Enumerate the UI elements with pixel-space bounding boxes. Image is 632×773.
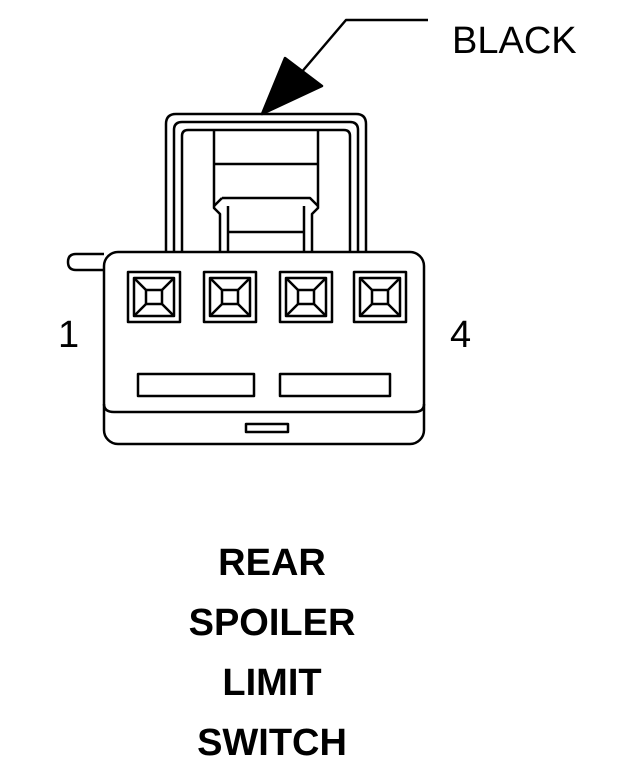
connector-latch — [164, 112, 368, 252]
title-line: SPOILER — [188, 602, 356, 644]
pin-number-first: 1 — [58, 314, 80, 356]
pin-number-last: 4 — [450, 314, 472, 356]
title-line: LIMIT — [222, 662, 322, 704]
component-title: REAR SPOILER LIMIT SWITCH — [0, 533, 544, 773]
connector-body — [102, 250, 426, 446]
title-line: REAR — [218, 542, 326, 584]
connector-side-tab — [66, 252, 104, 272]
connector-slot-left — [136, 372, 256, 398]
connector-slot-right — [278, 372, 392, 398]
terminal-cavity-4 — [352, 270, 408, 324]
title-line: SWITCH — [197, 722, 347, 764]
terminal-cavity-1 — [126, 270, 182, 324]
connector-diagram — [66, 18, 428, 446]
terminal-cavity-2 — [202, 270, 258, 324]
callout-leader — [260, 18, 428, 116]
wire-color-label: BLACK — [452, 20, 577, 62]
terminal-cavity-3 — [278, 270, 334, 324]
